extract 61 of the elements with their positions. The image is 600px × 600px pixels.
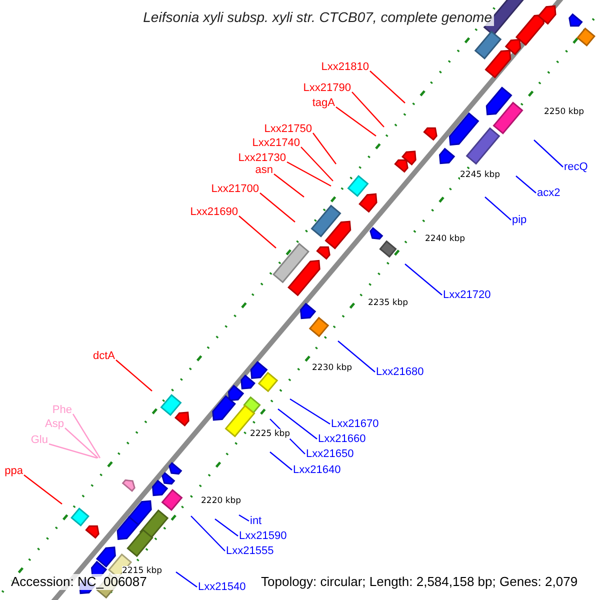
gene-label: Asp — [45, 418, 64, 430]
gene-label: Lxx21700 — [211, 183, 259, 195]
leader-line — [176, 572, 198, 588]
gene-label: Lxx21650 — [306, 448, 354, 460]
gene-label: int — [250, 515, 262, 527]
leader-line — [352, 92, 384, 128]
gene-label: Lxx21750 — [264, 123, 312, 135]
leader-line — [336, 106, 376, 136]
gene-label: Lxx21790 — [303, 82, 351, 94]
gene-label: recQ — [564, 161, 588, 173]
scale-label: 2220 kbp — [201, 496, 242, 506]
gene-label: Lxx21740 — [252, 137, 300, 149]
gene-label: ppa — [4, 465, 23, 477]
gene-label: dctA — [92, 350, 115, 362]
leader-line — [72, 414, 101, 458]
leader-line — [238, 216, 276, 248]
gene-label: Lxx21680 — [376, 366, 424, 378]
leader-line — [270, 452, 292, 470]
leader-line — [238, 514, 250, 522]
gene-label: Lxx21555 — [226, 545, 274, 557]
gene-label: Glu — [30, 434, 48, 446]
leader-line — [260, 192, 296, 222]
leader-line — [274, 174, 304, 198]
gene-label: asn — [255, 164, 273, 176]
leader-line — [338, 340, 376, 372]
leader-line — [48, 443, 98, 459]
leader-line — [300, 146, 334, 182]
title: Leifsonia xyli subsp. xyli str. CTCB07, complete genome — [141, 9, 494, 26]
scale-label: 2250 kbp — [544, 107, 584, 117]
leader-line — [404, 264, 442, 296]
leader-line — [534, 140, 564, 168]
scale-label: 2240 kbp — [425, 234, 466, 244]
leader-line — [290, 398, 330, 424]
leader-line — [116, 360, 152, 392]
gene-label: Phe — [52, 404, 72, 416]
leader-line — [370, 70, 406, 104]
gene-label: acx2 — [537, 187, 560, 199]
gene-label: Lxx21730 — [238, 152, 286, 164]
gene-label: Lxx21720 — [443, 289, 491, 301]
leader-line — [484, 196, 512, 220]
leader-line — [190, 516, 226, 552]
leader-line — [64, 428, 98, 458]
gene-label: Lxx21660 — [318, 433, 366, 445]
gene-label: Lxx21640 — [293, 464, 341, 476]
leader-line — [286, 161, 332, 187]
scale-label: 2230 kbp — [312, 363, 352, 373]
gene-label: Lxx21670 — [331, 418, 379, 430]
leader-line — [516, 176, 536, 194]
scale-label: 2235 kbp — [368, 298, 408, 308]
leader-line — [312, 132, 336, 164]
gene-label: Lxx21590 — [239, 530, 287, 542]
leader-line — [278, 408, 318, 440]
leader-line — [214, 518, 238, 536]
gene-label: Lxx21690 — [190, 206, 238, 218]
gene-label: Lxx21810 — [321, 61, 369, 73]
scale-label: 2225 kbp — [250, 429, 290, 439]
gene-label: Lxx21540 — [198, 581, 246, 593]
gene-label: pip — [512, 214, 527, 226]
gene-label: tagA — [312, 97, 335, 109]
leader-line — [24, 474, 62, 504]
scale-label: 2245 kbp — [460, 170, 500, 180]
